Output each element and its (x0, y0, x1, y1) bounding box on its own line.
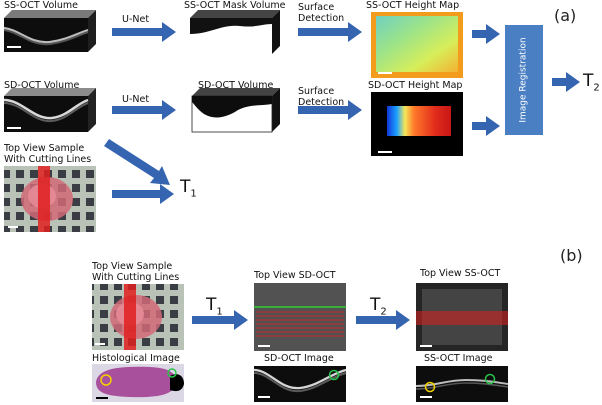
panel-b-tag: (b) (560, 246, 583, 265)
histological-image (92, 364, 184, 402)
arrow-sd-volume-to-t1 (104, 139, 170, 185)
image-registration-box (505, 25, 543, 135)
arrow-sd-height-to-registration (472, 116, 500, 136)
sd-oct-volume-left-label: SD-OCT Volume (4, 80, 80, 91)
sd-oct-height-map-image (371, 92, 463, 156)
sd-oct-volume-left-image (3, 88, 96, 132)
image-registration-label: Image Registration (519, 37, 530, 123)
sd-oct-volume-mid-label: SD-OCT Volume (198, 80, 274, 91)
ss-oct-volume-label: SS-OCT Volume (4, 0, 79, 11)
arrow-ss-height-to-registration (472, 24, 500, 44)
arrow-b-t1 (192, 310, 248, 330)
arrow-b-t2 (356, 310, 410, 330)
ss-oct-volume-image (3, 10, 96, 52)
ss-oct-image-label: SS-OCT Image (424, 353, 493, 364)
sd-oct-image-label: SD-OCT Image (264, 353, 334, 364)
panel-a-tag: (a) (554, 6, 577, 25)
t2-label-a: T2 (583, 71, 600, 94)
ss-oct-height-map-label: SS-OCT Height Map (366, 0, 460, 11)
top-view-sd-oct-label: Top View SD-OCT (254, 270, 336, 281)
t1-label-b: T1 (206, 295, 223, 318)
ss-oct-image (415, 366, 509, 402)
ss-oct-mask-volume-image (190, 10, 280, 54)
ss-oct-mask-volume-label: SS-OCT Mask Volume (184, 0, 286, 11)
ss-oct-height-map-image (371, 12, 463, 78)
top-view-sample-label-a: Top View Sample With Cutting Lines (4, 143, 92, 165)
top-view-sample-label-b: Top View Sample With Cutting Lines (92, 261, 180, 283)
top-view-ss-oct-image (416, 283, 508, 351)
arrow-sample-to-t1 (112, 184, 174, 204)
t2-label-b: T2 (370, 295, 387, 318)
arrow-surface-detection-1 (298, 22, 362, 42)
histological-image-label: Histological Image (92, 353, 180, 364)
top-view-ss-oct-label: Top View SS-OCT (420, 268, 501, 279)
sd-oct-volume-mid-image (191, 88, 280, 133)
top-view-sd-oct-image (254, 283, 346, 351)
arrow-registration-to-t2 (552, 72, 580, 92)
arrow-unet-2 (112, 100, 176, 120)
surface-detection-label-1: Surface Detection (298, 2, 345, 24)
top-view-sample-a-image (4, 166, 96, 232)
unet-label-2: U-Net (122, 94, 150, 105)
arrow-unet-1 (112, 22, 176, 42)
surface-detection-label-2: Surface Detection (298, 86, 345, 108)
sd-oct-height-map-label: SD-OCT Height Map (368, 80, 463, 91)
top-view-sample-b-image (92, 284, 184, 350)
arrow-surface-detection-2 (298, 100, 362, 120)
t1-label-a: T1 (180, 177, 197, 200)
unet-label-1: U-Net (122, 14, 150, 25)
sd-oct-image (253, 366, 347, 402)
